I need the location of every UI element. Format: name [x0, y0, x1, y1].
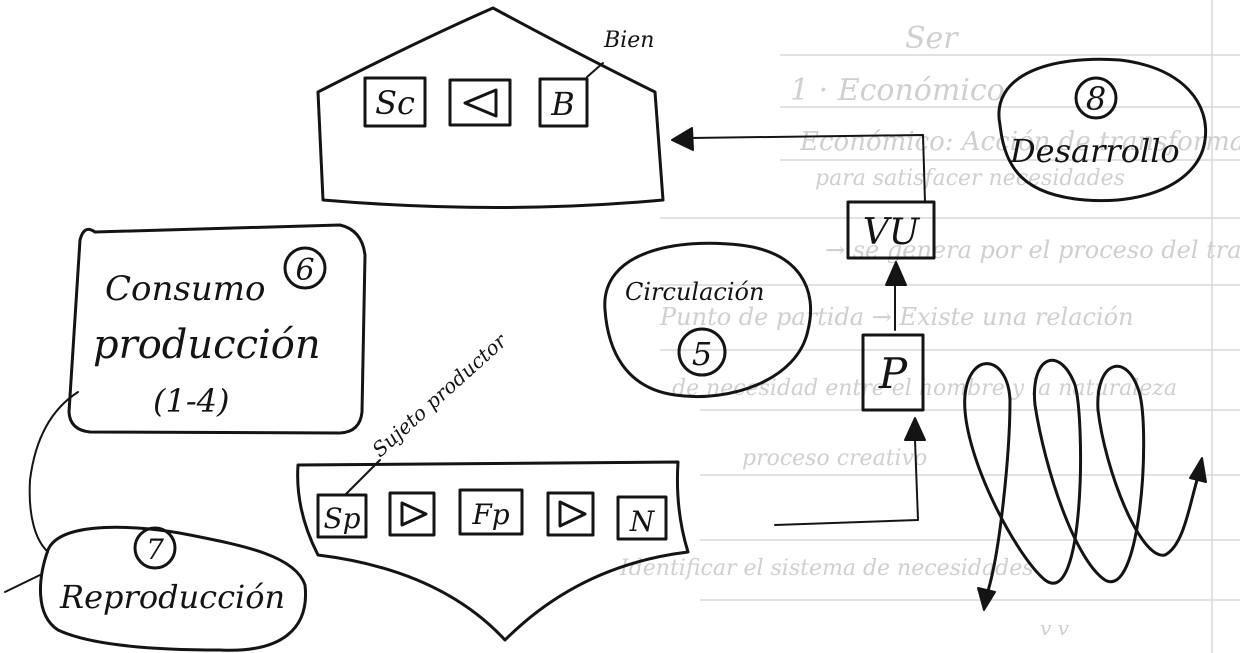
consumo-node: Consumo 6 producción (1-4): [69, 225, 365, 433]
box-fp-label: Fp: [471, 498, 509, 531]
right-triangle-icon: [560, 502, 585, 526]
box-sc: Sc: [365, 78, 425, 126]
box-n: N: [618, 497, 666, 539]
reproduccion-number: 7: [146, 533, 164, 566]
desarrollo-label: Desarrollo: [1009, 132, 1180, 170]
box-sp: Sp: [318, 495, 366, 537]
box-triangle: [450, 80, 510, 125]
box-b: B: [540, 79, 587, 126]
box-triangle-right-2: [548, 493, 593, 535]
box-sp-label: Sp: [323, 502, 360, 535]
vu-label: VU: [863, 212, 921, 253]
reproduccion-node: 7 Reproducción: [40, 527, 305, 650]
right-triangle-icon: [402, 503, 426, 525]
arrow-into-vu: [886, 262, 906, 285]
consumo-line3: (1-4): [153, 382, 230, 420]
sujeto-callout-label: Sujeto productor: [367, 328, 512, 462]
reproduccion-label: Reproducción: [59, 578, 285, 616]
note-line-2: 1 · Económico: [790, 73, 1005, 108]
bien-callout-line: [587, 63, 603, 77]
note-line-10: v v: [1040, 616, 1070, 640]
arrow-into-p: [905, 418, 925, 440]
reproduccion-arrow-left: [5, 575, 40, 592]
box-n-label: N: [629, 505, 656, 538]
bien-callout-label: Bien: [603, 28, 654, 53]
box-b-label: B: [550, 85, 575, 123]
circulacion-label: Circulación: [625, 278, 764, 306]
note-line-9: Identificar el sistema de necesidades: [619, 556, 1034, 581]
p-label: P: [878, 349, 908, 398]
circulacion-number: 5: [692, 335, 712, 373]
box-sc-label: Sc: [375, 84, 415, 122]
left-triangle-icon: [465, 90, 496, 116]
box-triangle-right-1: [390, 493, 434, 535]
spiral-arrow-end: [1190, 458, 1206, 482]
consumo-line2: producción: [93, 322, 321, 368]
spiral-arrow-start: [978, 588, 995, 610]
desarrollo-number: 8: [1086, 80, 1106, 118]
bien-shape: Sc B Bien: [318, 8, 663, 208]
note-line-6: Punto de partida → Existe una relación: [659, 303, 1134, 331]
consumo-label: Consumo: [105, 269, 265, 309]
box-fp: Fp: [460, 490, 522, 534]
note-line-8: proceso creativo: [742, 446, 927, 471]
consumo-number: 6: [295, 253, 314, 288]
note-line-1: Ser: [905, 21, 959, 56]
arrow-into-bien: [672, 128, 693, 150]
